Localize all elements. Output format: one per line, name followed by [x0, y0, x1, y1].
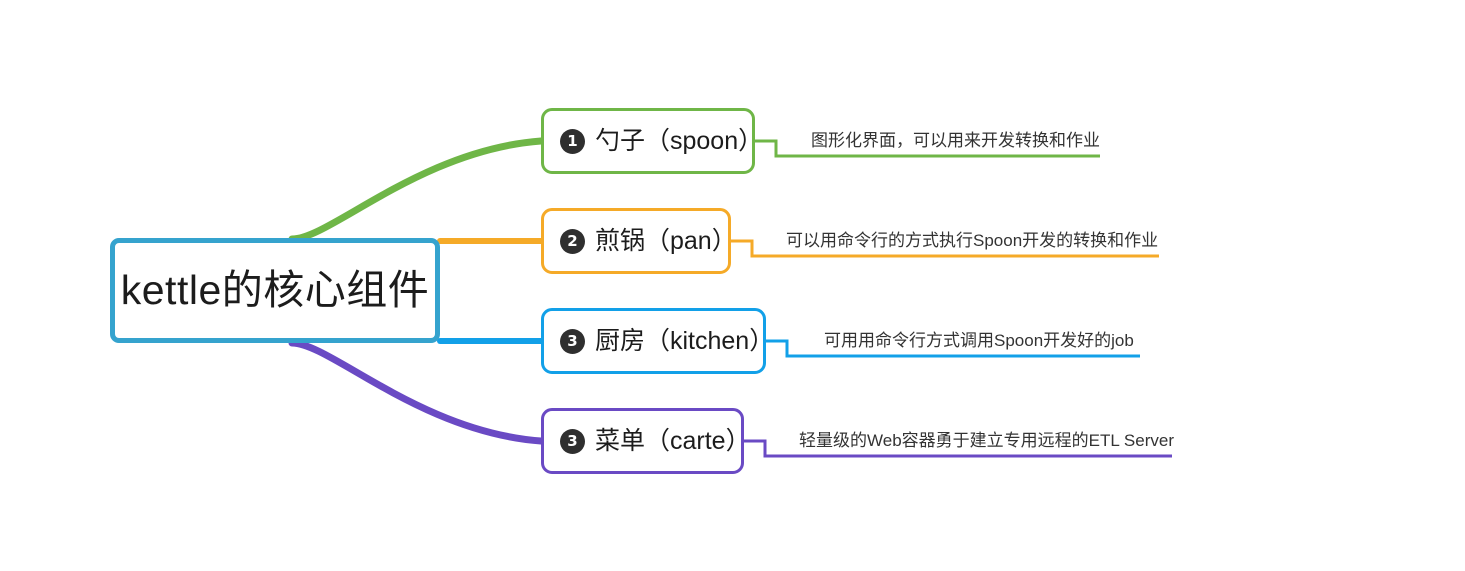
branch-node-pan[interactable]: 2 煎锅（pan）	[541, 208, 737, 274]
connector-carte	[288, 339, 545, 445]
connector-spoon	[288, 137, 545, 243]
branch-node-kitchen[interactable]: 3 厨房（kitchen）	[541, 308, 774, 374]
branch-badge-carte: 3	[560, 428, 585, 454]
branch-badge-spoon: 1	[560, 128, 585, 154]
annotation-pan: 可以用命令行的方式执行Spoon开发的转换和作业	[786, 231, 1159, 250]
annotation-kitchen: 可用用命令行方式调用Spoon开发好的job	[824, 331, 1134, 350]
root-node-label: kettle的核心组件	[120, 267, 430, 313]
branch-node-spoon[interactable]: 1 勺子（spoon）	[541, 108, 763, 174]
branch-label-kitchen: 厨房（kitchen）	[595, 326, 775, 355]
branch-badge-pan: 2	[560, 228, 585, 254]
branch-badge-kitchen: 3	[560, 328, 585, 354]
branch-label-spoon: 勺子（spoon）	[595, 126, 764, 155]
annotation-spoon: 图形化界面，可以用来开发转换和作业	[811, 131, 1100, 150]
annotation-carte: 轻量级的Web容器勇于建立专用远程的ETL Server	[799, 431, 1174, 450]
root-node[interactable]: kettle的核心组件	[110, 238, 440, 343]
branch-node-carte[interactable]: 3 菜单（carte）	[541, 408, 751, 474]
branch-label-pan: 煎锅（pan）	[595, 226, 737, 255]
branch-label-carte: 菜单（carte）	[595, 426, 751, 455]
